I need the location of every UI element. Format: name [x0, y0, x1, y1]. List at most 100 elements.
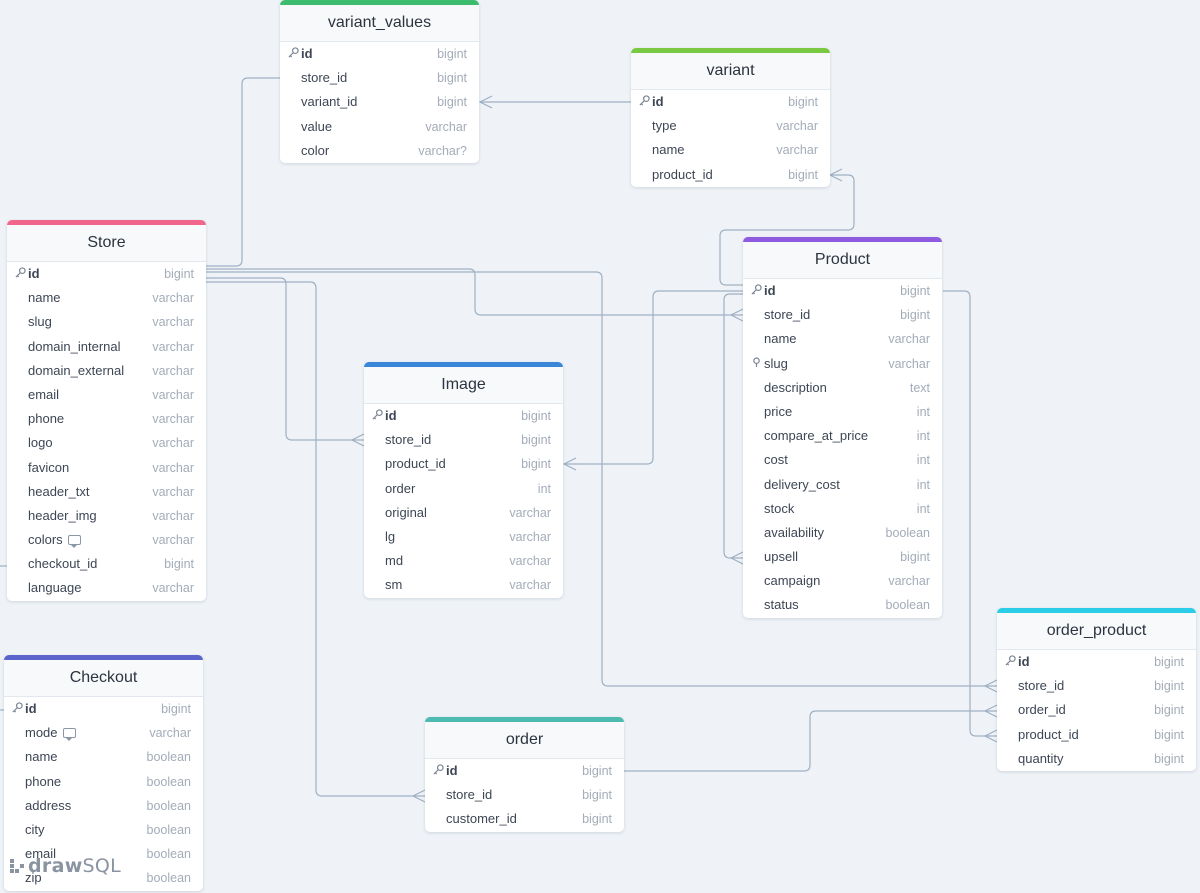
- column-name: md: [385, 553, 404, 569]
- column-type: varchar: [152, 508, 194, 523]
- drawsql-logo[interactable]: drawSQL: [10, 855, 121, 879]
- table-title[interactable]: variant_values: [280, 5, 479, 42]
- column-name: email: [28, 386, 60, 402]
- table-title[interactable]: order: [425, 722, 624, 759]
- comment-icon[interactable]: [67, 535, 81, 549]
- column-type: bigint: [1154, 727, 1184, 742]
- table-color-bar: [280, 0, 479, 5]
- column-name: name: [25, 749, 58, 765]
- column-type: text: [909, 380, 930, 395]
- column-type: varchar: [152, 387, 194, 402]
- primary-key-icon: [1004, 650, 1016, 674]
- logo-draw: draw: [28, 855, 83, 877]
- table-title[interactable]: Store: [7, 225, 206, 262]
- table-title[interactable]: Image: [364, 367, 563, 404]
- column-name: product_id: [385, 456, 446, 472]
- table-title[interactable]: variant: [631, 53, 830, 90]
- table-title[interactable]: Checkout: [4, 660, 203, 697]
- column-row-email[interactable]: email varchar: [7, 383, 206, 407]
- column-type: bigint: [900, 550, 930, 565]
- column-name: store_id: [764, 307, 811, 323]
- drawsql-logo-icon: [10, 859, 24, 873]
- crow-foot: [478, 95, 493, 109]
- table-title[interactable]: order_product: [997, 613, 1196, 650]
- column-name: name: [652, 142, 685, 158]
- column-type: int: [916, 501, 930, 516]
- column-type: bigint: [582, 788, 612, 803]
- comment-icon[interactable]: [62, 728, 76, 742]
- table-title[interactable]: Product: [743, 242, 942, 279]
- column-type: int: [537, 481, 551, 496]
- column-name: name: [764, 331, 797, 347]
